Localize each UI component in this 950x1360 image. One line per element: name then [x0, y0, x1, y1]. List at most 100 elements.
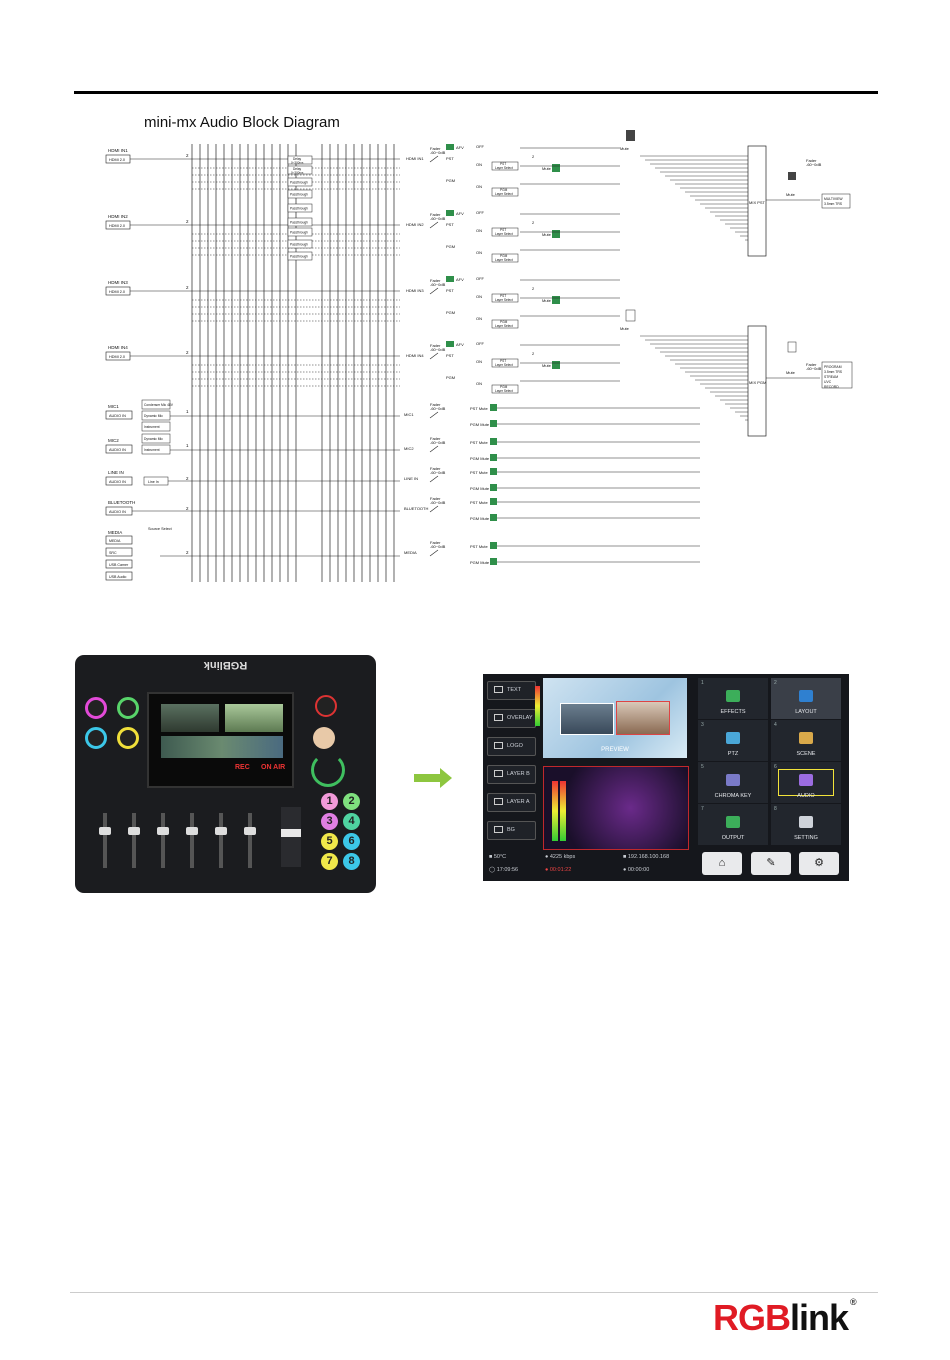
knob-4[interactable] [117, 727, 139, 749]
knob-1[interactable] [85, 697, 107, 719]
mute-label: Mute [542, 298, 552, 303]
layer-pgm-label: PGM [500, 320, 508, 324]
pst-label: PST [446, 353, 454, 358]
fader-symbol [429, 411, 439, 419]
hdmi-strip-name: HDMI IN3 [406, 288, 424, 293]
edit-icon[interactable]: ✎ [751, 852, 791, 875]
layer-pst-label: PST [500, 359, 506, 363]
channel-fader-slot [248, 813, 252, 868]
layer-button-text[interactable]: TEXT [487, 681, 536, 700]
channel-count: 2 [532, 286, 535, 291]
clock-status: ◯ 17:09:56 [489, 867, 519, 873]
tile-number: 5 [701, 764, 704, 770]
channel-fader-cap[interactable] [244, 827, 256, 835]
tbar-slot [281, 807, 301, 867]
afv-icon [446, 341, 454, 347]
delay-label: Delay [293, 157, 302, 161]
passthrough-box [287, 239, 313, 249]
pad-7[interactable]: 7 [321, 853, 338, 870]
gear-icon[interactable]: ⚙ [799, 852, 839, 875]
fader-range: -60~0dB [430, 216, 446, 221]
pgm-mute-icon [490, 558, 497, 565]
knob-3[interactable] [85, 727, 107, 749]
layer-button-logo[interactable]: LOGO [487, 737, 536, 756]
off-label: OFF [476, 144, 485, 149]
pad-2[interactable]: 2 [343, 793, 360, 810]
fader-symbol [429, 287, 439, 295]
delay-range: 0~300ms [291, 171, 304, 175]
layer-select-label: Layer Select [495, 232, 513, 236]
preview-window[interactable]: PREVIEW [543, 678, 687, 758]
program-window[interactable] [543, 766, 689, 850]
channel-fader-slot [103, 813, 107, 868]
mic-option-box [141, 410, 171, 421]
pad-8[interactable]: 8 [343, 853, 360, 870]
fader-range: -60~0dB [806, 162, 822, 167]
pad-4[interactable]: 4 [343, 813, 360, 830]
channel-count: 2 [532, 351, 535, 356]
stream-button[interactable] [315, 695, 337, 717]
pad-6[interactable]: 6 [343, 833, 360, 850]
channel-fader-cap[interactable] [186, 827, 198, 835]
mute-icon [552, 230, 560, 238]
channel-name: BLUETOOTH [404, 506, 428, 511]
mute-icon [552, 164, 560, 172]
layer-button-overlay[interactable]: OVERLAY [487, 709, 536, 728]
layer-select-box [491, 319, 519, 329]
channel-count: 2 [186, 350, 189, 355]
mute-icon [788, 172, 796, 180]
pad-5[interactable]: 5 [321, 833, 338, 850]
channel-fader-cap[interactable] [157, 827, 169, 835]
pgm-mute-label: PGM Mute [470, 486, 490, 491]
screen-input-strip [161, 736, 283, 758]
fader-label: Fader [430, 466, 441, 471]
channel-fader-cap[interactable] [128, 827, 140, 835]
home-icon[interactable]: ⌂ [702, 852, 742, 875]
media-box-label: MEDIA [109, 539, 121, 543]
tbar-ring[interactable] [311, 753, 345, 787]
preview-label: PREVIEW [601, 747, 629, 753]
screen-rec: REC [235, 764, 250, 771]
fader-range: -60~0dB [430, 470, 446, 475]
layer-button-bg[interactable]: BG [487, 821, 536, 840]
fader-label: Fader [430, 436, 441, 441]
pad-1[interactable]: 1 [321, 793, 338, 810]
pst-mute-label: PST Mute [470, 544, 488, 549]
channel-fader-cap[interactable] [215, 827, 227, 835]
mic-option-label: Dynamic Mic [144, 414, 163, 418]
layer-select-box [491, 358, 519, 368]
channel-fader-slot [161, 813, 165, 868]
screen-onair: ON AIR [261, 764, 286, 771]
mute-icon [787, 341, 797, 353]
tbar-handle[interactable] [281, 829, 301, 837]
pad-3[interactable]: 3 [321, 813, 338, 830]
hdmi-input-box-label: HDMI 2.0 [109, 355, 125, 359]
fader-label: Fader [806, 362, 817, 367]
passthrough-label: Passthrough [290, 231, 308, 235]
mute-label: Mute [620, 146, 630, 151]
ip-status: ■ 192.168.100.168 [623, 854, 670, 860]
knob-2[interactable] [117, 697, 139, 719]
footer-rule [70, 1292, 878, 1293]
fader-symbol [429, 475, 439, 483]
layer-button-layer-a[interactable]: LAYER A [487, 793, 536, 812]
mic-input-box-label: AUDIO IN [109, 414, 126, 418]
fader-range: -60~0dB [430, 440, 446, 445]
mic-option-label: Condenser Mic 48V [144, 403, 174, 407]
layer-button-layer-b[interactable]: LAYER B [487, 765, 536, 784]
diagram-title: mini-mx Audio Block Diagram [144, 114, 340, 131]
passthrough-label: Passthrough [290, 193, 308, 197]
device-brand: RGBlink [203, 659, 248, 671]
device-screen[interactable]: REC ON AIR [147, 692, 294, 788]
channel-fader-cap[interactable] [99, 827, 111, 835]
layer-icon [494, 714, 503, 722]
